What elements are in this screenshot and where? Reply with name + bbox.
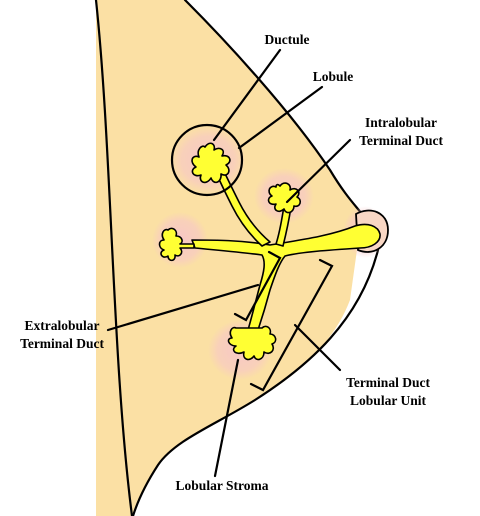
left-lobule-acini	[158, 227, 195, 262]
duct-system	[158, 142, 381, 361]
lobule-circle	[170, 123, 244, 197]
label-intralobular-line1: Intralobular	[365, 115, 437, 130]
leader-lobule	[237, 85, 324, 150]
label-ductule: Ductule	[265, 32, 310, 47]
label-extralobular-line1: Extralobular	[24, 318, 99, 333]
leader-stroma	[213, 358, 240, 478]
upper-lobule-acini	[191, 142, 231, 184]
label-extralobular-line2: Terminal Duct	[20, 336, 104, 351]
label-tdlu-line2: Lobular Unit	[350, 393, 426, 408]
right-lobule-acini	[267, 182, 302, 214]
lower-lobule-acini	[227, 325, 277, 361]
breast-skin-line	[131, 0, 380, 516]
label-tdlu-line1: Terminal Duct	[346, 375, 430, 390]
label-lobular-stroma: Lobular Stroma	[176, 478, 269, 493]
leader-ductule	[212, 48, 282, 142]
breast-outline	[96, 0, 362, 516]
leader-extralobular	[106, 283, 260, 332]
leader-intralobular	[285, 138, 352, 204]
main-duct	[191, 223, 381, 331]
leader-tdlu	[293, 323, 342, 372]
label-intralobular-line2: Terminal Duct	[359, 133, 443, 148]
breast-contour-line	[94, 0, 134, 516]
extralobular-bracket	[233, 250, 282, 322]
label-lobule: Lobule	[313, 69, 354, 84]
